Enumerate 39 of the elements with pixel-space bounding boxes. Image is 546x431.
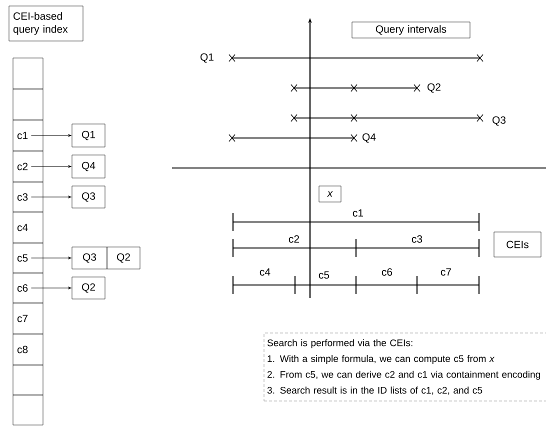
- interval-label: Q2: [428, 83, 440, 93]
- index-cell: c7: [12, 302, 44, 334]
- label-box: Q3: [72, 246, 108, 270]
- arrow: [30, 196, 72, 198]
- index-cell: c1: [12, 120, 44, 152]
- segment-label: c3: [412, 235, 422, 243]
- label-box: Q3: [72, 186, 106, 208]
- label-box: Q1: [72, 124, 106, 148]
- arrow: [30, 286, 72, 290]
- interval-label: Q3: [492, 116, 506, 126]
- arrow: [30, 256, 72, 260]
- label-box: Q2: [72, 276, 106, 300]
- label-box: Q2: [106, 246, 140, 270]
- note-box: Search is performed via the CEIs: 1. With a simple formula, we can compute c5 from x 2. From c5, we can derive c2 and c1 via containment encoding 3. Search result is in the ID lists of c1, c2, and c5: [264, 332, 546, 402]
- arrow: [30, 165, 72, 168]
- segment-label: c1: [352, 209, 364, 217]
- index-cell: c5: [12, 242, 44, 274]
- empty-cell: [12, 88, 44, 120]
- interval-label: Q1: [200, 53, 214, 63]
- arrow: [30, 134, 72, 137]
- variable-box: x: [318, 186, 342, 202]
- index-cell: c3: [12, 182, 44, 212]
- label-box: Q4: [72, 154, 106, 178]
- index-cell: c6: [12, 272, 44, 304]
- empty-cell: [12, 364, 44, 396]
- index-cell: c8: [12, 334, 44, 366]
- label-box: CEIs: [494, 232, 542, 258]
- label-box: Query intervals: [352, 22, 470, 38]
- interval-label: Q4: [362, 133, 376, 143]
- index-cell: c4: [12, 212, 44, 244]
- empty-cell: [12, 58, 44, 90]
- segment-label: c2: [288, 235, 299, 243]
- segment-label: c6: [382, 268, 392, 276]
- segment-label: c5: [318, 271, 330, 279]
- segment-label: c7: [440, 268, 451, 276]
- index-cell: c2: [12, 150, 44, 182]
- empty-cell: [12, 394, 44, 426]
- title-box: CEI-based query index: [8, 6, 84, 42]
- segment-label: c4: [260, 268, 270, 276]
